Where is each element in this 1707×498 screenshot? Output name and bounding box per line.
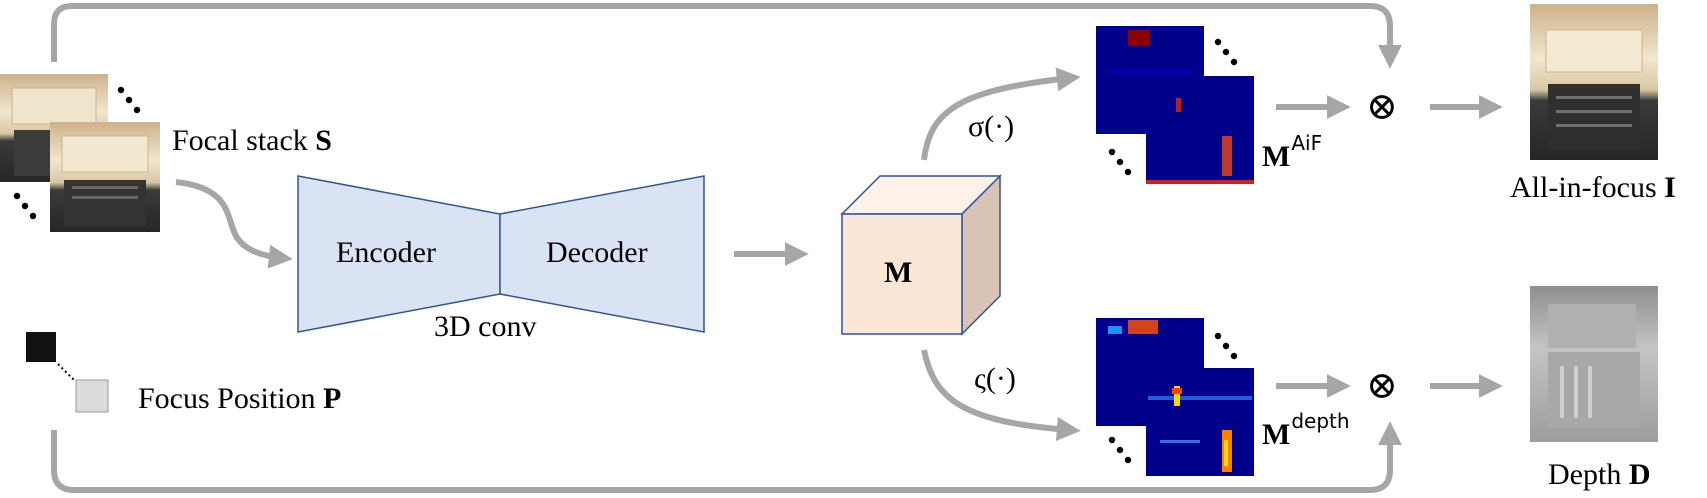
depth-label: Depth D <box>1548 460 1651 490</box>
m-depth-superscript: depth <box>1291 409 1350 433</box>
decoder-block <box>499 175 705 333</box>
aif-map-ellipsis <box>1108 38 1238 176</box>
all-in-focus-label: All-in-focus I <box>1510 173 1676 203</box>
bottom-skip-arrow <box>51 421 1402 493</box>
depth-product-operator: ⊗ <box>1366 365 1398 407</box>
m-depth-base: M <box>1262 418 1291 451</box>
depth-map-ellipsis <box>1108 332 1238 464</box>
varsigma-label: ς(·) <box>974 362 1016 395</box>
m-aif-label: MAiF <box>1262 133 1322 173</box>
depth-map-front <box>1146 368 1254 476</box>
sigma-arrow <box>921 67 1081 161</box>
depth-symbol: D <box>1628 458 1651 491</box>
focal-stack-image-front <box>50 122 160 232</box>
all-in-focus-image <box>1530 4 1658 160</box>
top-skip-arrow <box>51 3 1402 69</box>
focus-position-squares <box>26 332 109 413</box>
focus-position-label: Focus Position P <box>138 384 341 414</box>
conv-label: 3D conv <box>434 310 537 343</box>
all-in-focus-text: All-in-focus <box>1510 171 1665 204</box>
depth-text: Depth <box>1548 458 1629 491</box>
focal-stack-text: Focal stack <box>172 124 316 157</box>
varsigma-arrow <box>921 349 1081 441</box>
aif-product-operator: ⊗ <box>1366 86 1398 128</box>
focal-stack-ellipsis <box>13 86 141 220</box>
m-aif-base: M <box>1262 140 1291 173</box>
focal-stack-label: Focal stack S <box>172 126 332 156</box>
all-in-focus-symbol: I <box>1664 171 1676 204</box>
depth-output-image <box>1530 286 1658 442</box>
focus-position-text: Focus Position <box>138 382 324 415</box>
volume-cube <box>840 174 1002 336</box>
m-depth-label: Mdepth <box>1262 411 1350 451</box>
focus-position-symbol: P <box>323 382 342 415</box>
encoder-label: Encoder <box>336 236 436 269</box>
sigma-label: σ(·) <box>968 110 1015 143</box>
m-aif-superscript: AiF <box>1291 131 1323 155</box>
focal-stack-symbol: S <box>315 124 332 157</box>
aif-map-front <box>1146 76 1254 184</box>
decoder-label: Decoder <box>546 236 648 269</box>
stack-to-encoder-arrow <box>175 179 293 269</box>
volume-symbol: M <box>884 256 913 289</box>
